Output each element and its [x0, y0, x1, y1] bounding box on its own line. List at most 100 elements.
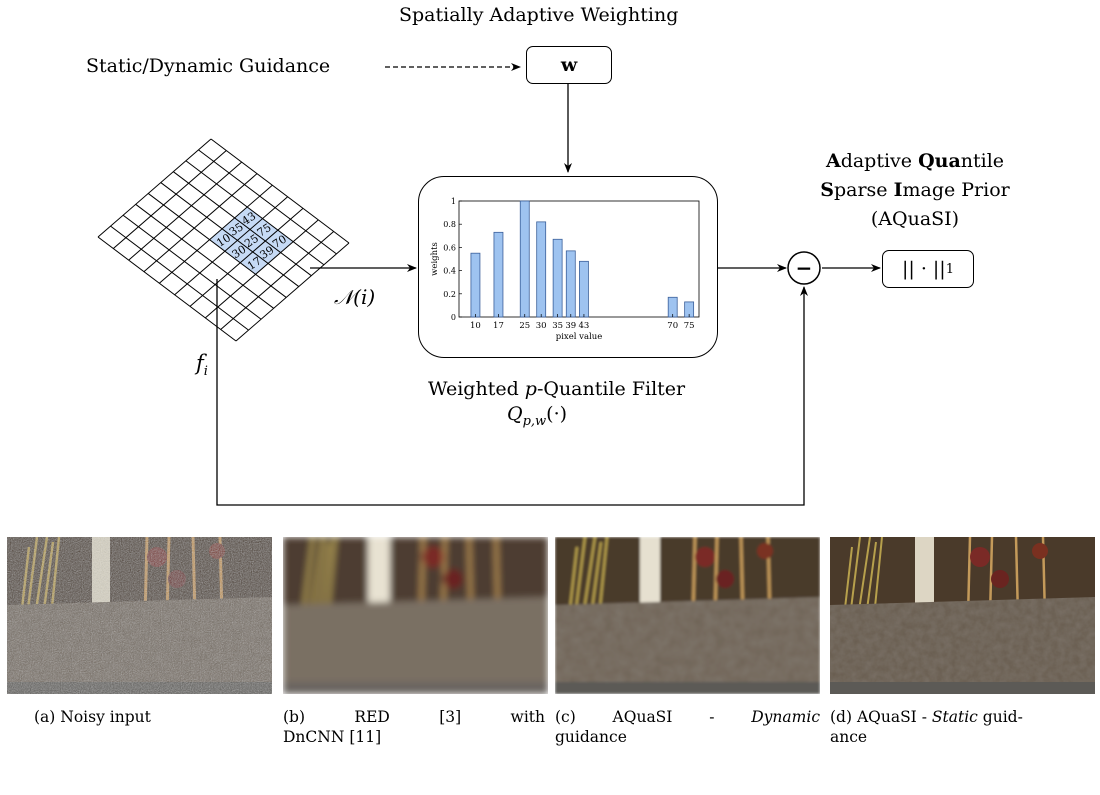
grid-line [189, 207, 304, 307]
caption-a-line-1: (a) Noisy input [34, 708, 151, 726]
x-tick-label: 30 [536, 321, 547, 331]
y-tick-label: 0.2 [443, 290, 456, 299]
filter-caption-p: p [524, 378, 537, 400]
caption-d: (d) AQuaSI - Static guid- ance [830, 707, 1095, 747]
bar-pixel-30 [536, 221, 547, 318]
grid-line [97, 138, 212, 238]
grid-line [113, 150, 227, 249]
aquasi-line-2: Sparse Image Prior [820, 179, 1010, 201]
caption-b-line-2: DnCNN [11] [283, 728, 382, 746]
filter-caption-pre: Weighted [428, 378, 525, 400]
filter-caption-post: -Quantile Filter [536, 378, 686, 400]
caption-c: (c) AQuaSI - Dynamic guidance [555, 707, 820, 747]
photo-red-dncnn [283, 537, 548, 694]
pixel-label: fi [196, 351, 208, 379]
x-tick-label: 10 [470, 321, 481, 331]
grid-line [185, 160, 325, 266]
filter-formula-arg: (·) [546, 403, 568, 425]
minus-circle [787, 251, 821, 285]
photo-d-image [830, 537, 1095, 694]
filter-formula: Qp,w(·) [507, 403, 567, 429]
photo-aquasi-dynamic [555, 537, 820, 694]
grid-cell-value: 35 [227, 220, 246, 239]
grid-line [205, 219, 319, 319]
pixel-label-sub: i [203, 364, 208, 380]
y-tick-label: 0.4 [443, 267, 456, 276]
chart-frame [458, 200, 700, 318]
grid-line [143, 173, 258, 273]
x-axis-label: pixel value [556, 332, 603, 342]
minus-symbol: − [796, 256, 813, 280]
grid-line [110, 225, 249, 331]
grid-line [235, 242, 350, 342]
caption-b-line-1: (b) RED [3] with [283, 708, 545, 726]
grid-line [198, 149, 337, 255]
aquasi-title: Adaptive Quantile Sparse Image Prior (AQ… [805, 147, 1025, 234]
grid-line [128, 161, 242, 261]
filter-caption: Weighted p-Quantile Filter [428, 378, 685, 400]
y-axis-label: weights [430, 242, 440, 276]
caption-a: (a) Noisy input [34, 707, 244, 727]
highlight-neighborhood [209, 207, 294, 275]
grid-line [173, 171, 312, 277]
grid-cell-value: 75 [255, 221, 274, 240]
grid-line [160, 182, 300, 287]
x-tick-label: 35 [552, 321, 563, 331]
l1-norm-box: || · ||1 [882, 250, 974, 288]
grid-cell-value: 43 [239, 209, 258, 228]
bar-pixel-17 [493, 231, 504, 318]
y-tick-label: 1 [451, 197, 456, 206]
norm-label: || · || [901, 258, 946, 280]
photo-noisy-input [7, 537, 272, 694]
weight-box: w [526, 46, 612, 84]
grid-line [97, 236, 237, 342]
bar-pixel-25 [519, 200, 530, 318]
bar-pixel-39 [565, 250, 576, 318]
grid-line [147, 193, 287, 298]
grid-line [210, 138, 350, 244]
pixel-label-f: f [196, 351, 204, 375]
photo-a-image [7, 537, 272, 694]
diagram-title: Spatially Adaptive Weighting [399, 4, 679, 26]
y-tick-label: 0.6 [443, 243, 456, 252]
grid-line [174, 196, 288, 296]
aquasi-line-1: Adaptive Quantile [825, 150, 1005, 172]
caption-c-line-2: guidance [555, 728, 627, 746]
grid-line [135, 203, 274, 309]
bar-pixel-35 [552, 238, 563, 318]
x-tick-label: 39 [565, 321, 576, 331]
x-tick-label: 25 [519, 321, 530, 331]
filter-formula-q: Q [507, 403, 523, 425]
bar-pixel-10 [470, 252, 481, 318]
photo-aquasi-static [830, 537, 1095, 694]
y-tick-label: 0.8 [443, 220, 456, 229]
caption-d-line-2: ance [830, 728, 868, 746]
caption-c-line-1: (c) AQuaSI - Dynamic [555, 708, 820, 726]
grid-line [122, 214, 262, 320]
x-tick-label: 70 [667, 321, 678, 331]
x-tick-label: 43 [579, 321, 590, 331]
grid-line [220, 231, 334, 330]
grid-cell-value: 10 [214, 231, 233, 250]
x-tick-label: 75 [684, 321, 695, 331]
y-tick-label: 0 [451, 313, 456, 322]
bar-pixel-43 [579, 260, 589, 318]
caption-b: (b) RED [3] with DnCNN [11] [283, 707, 545, 747]
photo-c-image [555, 537, 820, 694]
x-tick-label: 17 [493, 321, 504, 331]
filter-formula-sub: p,w [522, 413, 547, 429]
caption-d-line-1: (d) AQuaSI - Static guid- [830, 708, 1023, 726]
grid-cell-value: 30 [230, 243, 249, 262]
grid-cell-value: 17 [245, 254, 264, 273]
grid-line [159, 184, 273, 284]
photo-b-image [283, 537, 548, 694]
grid-cell-value: 70 [270, 232, 289, 251]
guidance-label: Static/Dynamic Guidance [86, 55, 331, 77]
neighborhood-label: 𝒩(i) [334, 285, 376, 309]
feedback-loop-line [216, 279, 808, 506]
weight-box-label: w [560, 54, 578, 76]
